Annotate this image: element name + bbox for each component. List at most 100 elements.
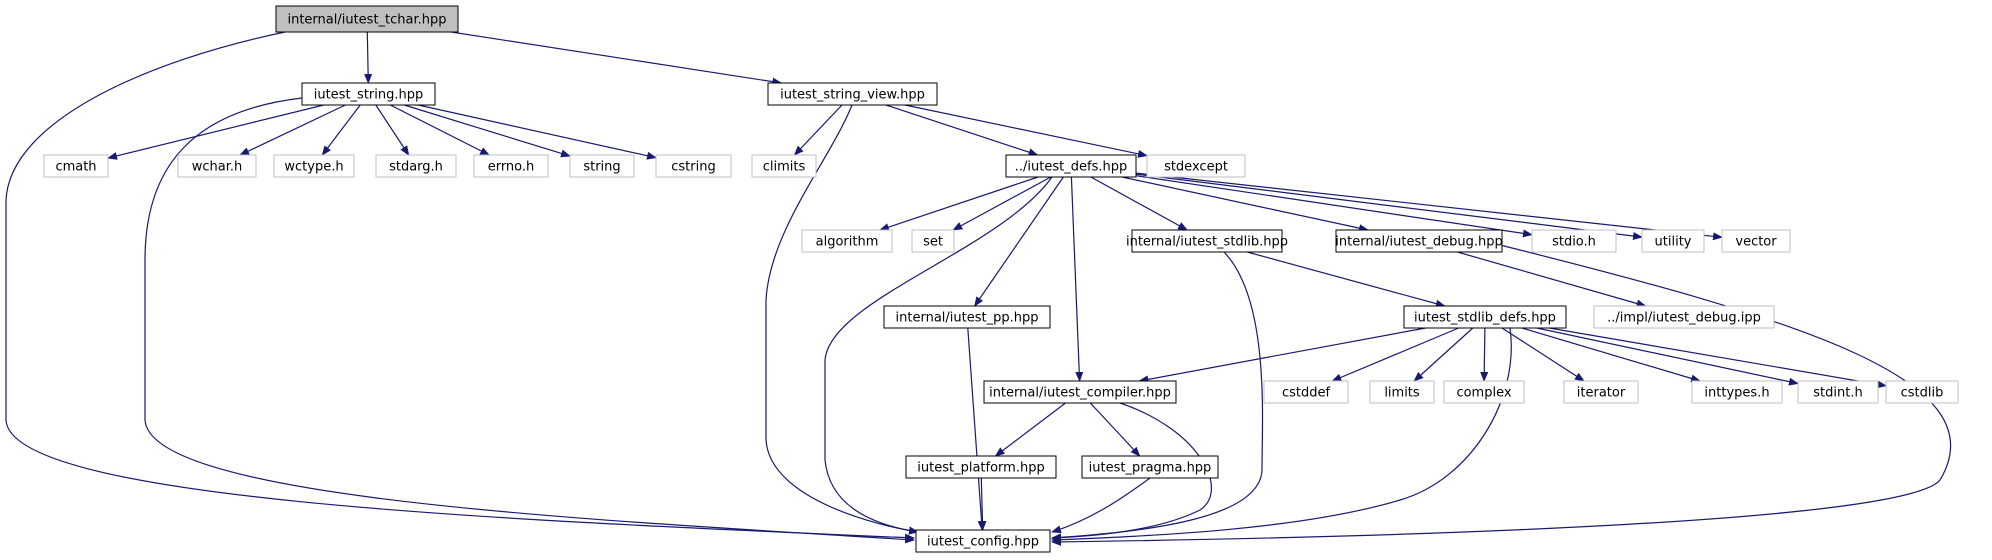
node-inttypes: inttypes.h: [1691, 380, 1783, 404]
node-box: [375, 154, 457, 178]
node-box: [1403, 305, 1567, 329]
node-label: algorithm: [816, 235, 879, 250]
node-box: [1641, 229, 1705, 253]
node-label: iutest_string.hpp: [314, 88, 424, 103]
edge-defs-utility: [1135, 173, 1643, 240]
node-box: [1443, 380, 1525, 404]
edge-stdlib_defs-stdint: [1536, 327, 1799, 386]
node-box: [1563, 380, 1639, 404]
node-box: [1081, 455, 1219, 479]
edge-stdlib_defs-cstdlib: [1548, 327, 1887, 389]
node-box: [1885, 380, 1959, 404]
node-pragma[interactable]: iutest_pragma.hpp: [1081, 455, 1219, 479]
node-label: limits: [1384, 386, 1420, 401]
node-box: [1369, 380, 1435, 404]
node-std-string: string: [569, 154, 635, 178]
node-debug[interactable]: internal/iutest_debug.hpp: [1335, 229, 1503, 253]
edge-string_view-climits: [793, 104, 843, 156]
edge-defs-compiler: [1070, 176, 1084, 382]
edge-defs-set: [952, 176, 1052, 231]
edges-layer: [5, 31, 1952, 546]
node-climits: climits: [751, 154, 817, 178]
node-label: iutest_stdlib_defs.hpp: [1414, 311, 1556, 326]
node-label: vector: [1735, 235, 1777, 250]
edge-stdlib_defs-limits: [1413, 327, 1474, 382]
edge-string-stdarg: [375, 104, 410, 156]
node-box: [177, 154, 257, 178]
node-label: stdexcept: [1164, 160, 1228, 175]
node-box: [983, 380, 1177, 404]
node-box: [751, 154, 817, 178]
edge-string-config: [144, 97, 915, 544]
edge-defs-algorithm: [878, 176, 1039, 231]
edge-pragma-config: [1051, 477, 1151, 534]
node-config[interactable]: iutest_config.hpp: [915, 529, 1051, 553]
edge-defs-debug: [1121, 176, 1369, 233]
node-label: cmath: [55, 160, 96, 175]
node-label: utility: [1655, 235, 1692, 250]
node-platform[interactable]: iutest_platform.hpp: [905, 455, 1057, 479]
node-box: [301, 82, 436, 106]
edge-defs-stdlib: [1090, 176, 1188, 231]
edge-string-cmath: [107, 104, 324, 160]
node-box: [1146, 154, 1246, 178]
node-label: ../iutest_defs.hpp: [1015, 160, 1127, 175]
node-box: [1721, 229, 1791, 253]
node-utility: utility: [1641, 229, 1705, 253]
node-box: [1593, 305, 1775, 329]
node-pp[interactable]: internal/iutest_pp.hpp: [883, 305, 1051, 329]
node-algorithm: algorithm: [801, 229, 893, 253]
node-box: [473, 154, 549, 178]
edge-string_view-defs: [885, 104, 1039, 156]
node-box: [801, 229, 893, 253]
node-label: set: [923, 235, 943, 250]
node-label: errno.h: [488, 160, 535, 175]
node-label: internal/iutest_compiler.hpp: [989, 386, 1171, 401]
node-defs[interactable]: ../iutest_defs.hpp: [1005, 154, 1137, 178]
node-label: ../impl/iutest_debug.ipp: [1607, 311, 1761, 326]
node-compiler[interactable]: internal/iutest_compiler.hpp: [983, 380, 1177, 404]
edge-platform-config: [978, 477, 987, 531]
node-wchar: wchar.h: [177, 154, 257, 178]
edge-stdlib_defs-inttypes: [1521, 327, 1701, 383]
node-box: [1131, 229, 1283, 253]
node-tchar[interactable]: internal/iutest_tchar.hpp: [275, 5, 459, 33]
node-limits: limits: [1369, 380, 1435, 404]
edge-string-wctype: [321, 104, 361, 156]
node-cmath: cmath: [43, 154, 109, 178]
edge-stdlib_defs-cstddef: [1331, 327, 1459, 382]
node-label: complex: [1456, 386, 1511, 401]
edge-compiler-config: [1051, 402, 1212, 542]
node-string[interactable]: iutest_string.hpp: [301, 82, 436, 106]
node-stdlib[interactable]: internal/iutest_stdlib.hpp: [1126, 229, 1288, 253]
node-label: stdarg.h: [389, 160, 443, 175]
node-box: [43, 154, 109, 178]
node-box: [1005, 154, 1137, 178]
edge-string-wchar: [239, 104, 346, 156]
node-label: iutest_pragma.hpp: [1089, 461, 1212, 476]
node-label: inttypes.h: [1704, 386, 1769, 401]
edge-defs-stdio: [1135, 175, 1533, 238]
node-label: stdio.h: [1552, 235, 1596, 250]
edge-defs-vector: [1135, 172, 1723, 241]
node-stdlib-defs[interactable]: iutest_stdlib_defs.hpp: [1403, 305, 1567, 329]
node-label: wchar.h: [192, 160, 243, 175]
edge-debug-impl_debug: [1457, 251, 1647, 308]
node-box: [1797, 380, 1879, 404]
node-box: [883, 305, 1051, 329]
node-string-view[interactable]: iutest_string_view.hpp: [767, 82, 938, 106]
node-impl-debug: ../impl/iutest_debug.ipp: [1593, 305, 1775, 329]
node-label: cstring: [671, 160, 715, 175]
node-box: [1335, 229, 1503, 253]
node-cstdlib: cstdlib: [1885, 380, 1959, 404]
node-label: iutest_string_view.hpp: [780, 88, 925, 103]
node-box: [275, 5, 459, 33]
node-label: climits: [763, 160, 806, 175]
node-label: string: [583, 160, 620, 175]
node-box: [1531, 229, 1617, 253]
node-wctype: wctype.h: [273, 154, 355, 178]
node-label: stdint.h: [1813, 386, 1862, 401]
node-cstddef: cstddef: [1263, 380, 1349, 404]
node-box: [1691, 380, 1783, 404]
